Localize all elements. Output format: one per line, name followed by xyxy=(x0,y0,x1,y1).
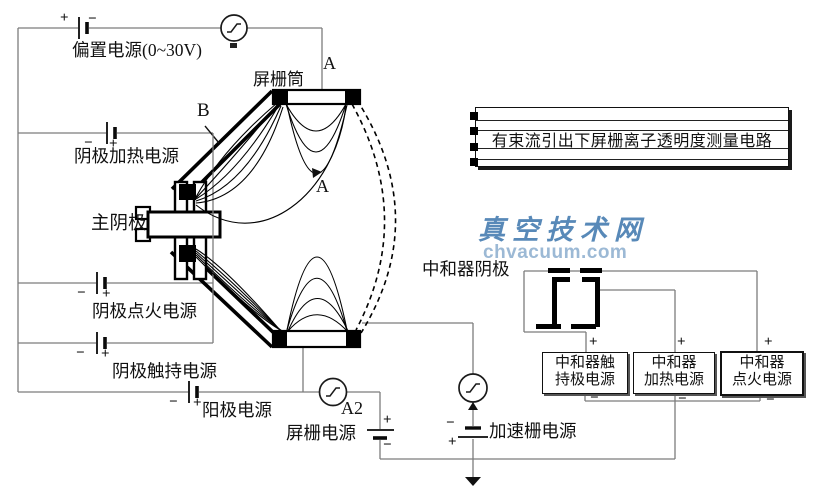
bias-battery xyxy=(78,17,89,39)
accel-minus-sign: − xyxy=(446,415,455,431)
nheater-plus-sign: + xyxy=(677,334,686,350)
ignition-battery xyxy=(96,272,107,294)
neutralizer-keeper-supply-box: 中和器触 持极电源 xyxy=(542,352,628,394)
nignition-plus-sign: + xyxy=(764,334,773,350)
beam-envelope-dashed xyxy=(351,99,397,334)
a2-ammeter-icon xyxy=(318,377,348,407)
beam-ammeter-icon xyxy=(458,373,488,410)
caption-box: 有束流引出下屏栅离子透明度测量电路 xyxy=(470,107,789,167)
anode-battery xyxy=(188,381,199,403)
nkeeper-minus-sign: − xyxy=(590,390,599,406)
neutralizer-ignition-supply-box: 中和器 点火电源 xyxy=(720,351,804,396)
screen-grid-bars xyxy=(271,88,362,349)
bias-supply-label: 偏置电源(0~30V) xyxy=(72,40,203,60)
bias-ammeter-icon xyxy=(220,14,248,48)
anode-minus-sign: − xyxy=(169,394,178,410)
a2-meter-label: A2 xyxy=(341,398,363,418)
terminal-b-label: B xyxy=(197,100,210,121)
field-lines xyxy=(195,102,349,333)
accel-supply-battery xyxy=(458,426,488,438)
cathode-ignition-supply-label: 阴极点火电源 xyxy=(92,301,197,321)
box-label-line1: 中和器 xyxy=(739,355,785,371)
nignition-minus-sign: − xyxy=(766,392,775,408)
cathode-tip-bottom xyxy=(179,245,196,262)
heater-plus-sign: + xyxy=(109,136,118,152)
keeper-minus-sign: − xyxy=(76,345,85,361)
bias-supply-wire xyxy=(18,27,323,90)
screen-minus-sign: − xyxy=(383,437,392,453)
anode-plus-sign: + xyxy=(193,395,202,411)
screen-grid-supply-label: 屏栅电源 xyxy=(286,423,356,443)
keeper-plus-sign: + xyxy=(101,346,110,362)
field-arrow-icon xyxy=(312,168,322,178)
neutralizer-ignition-wire xyxy=(524,270,758,352)
box-label-line2: 加热电源 xyxy=(643,372,704,388)
main-cathode-assembly xyxy=(134,180,222,281)
rule-line xyxy=(476,148,788,149)
neutralizer-keeper-wire xyxy=(523,271,587,352)
accel-grid-supply-label: 加速栅电源 xyxy=(489,421,577,441)
binding-tab-icon xyxy=(470,158,478,166)
neutralizer-structure xyxy=(536,268,602,329)
box-label-line2: 点火电源 xyxy=(731,372,792,388)
neutralizer-heater-supply-box: 中和器 加热电源 xyxy=(633,352,715,394)
screen-plus-sign: + xyxy=(383,412,392,428)
watermark-site-name: 真空技术网 xyxy=(478,215,648,245)
screen-supply-battery xyxy=(367,429,394,440)
meters xyxy=(220,14,488,486)
accel-plus-sign: + xyxy=(448,434,457,450)
nkeeper-plus-sign: + xyxy=(589,334,598,350)
up-arrow-icon xyxy=(468,402,478,410)
main-cathode-label: 主阴极 xyxy=(91,214,147,234)
bias-minus-sign: − xyxy=(88,11,97,27)
nheater-minus-sign: − xyxy=(678,391,687,407)
discharge-chamber xyxy=(134,88,397,349)
cathode-keeper-supply-label: 阴极触持电源 xyxy=(112,361,217,381)
heater-minus-sign: − xyxy=(84,135,93,151)
cathode-heater-supply-label: 阴极加热电源 xyxy=(74,146,179,166)
wires xyxy=(17,27,761,477)
box-label-line1: 中和器 xyxy=(651,355,697,371)
keeper-battery xyxy=(96,332,107,354)
field-region-a-label: A xyxy=(316,176,329,196)
ground-arrow-icon xyxy=(465,477,481,486)
binding-tab-icon xyxy=(470,112,478,120)
rule-line xyxy=(476,159,788,160)
watermark-site-url: chvacuum.com xyxy=(483,242,628,263)
bias-plus-sign: + xyxy=(60,10,69,26)
rule-line xyxy=(476,120,788,121)
battery-symbols xyxy=(78,17,488,440)
box-label-line1: 中和器触 xyxy=(554,355,615,371)
ignition-plus-sign: + xyxy=(102,286,111,302)
binding-tab-icon xyxy=(470,127,478,135)
b-pointer-line xyxy=(204,125,220,144)
cathode-tip-top xyxy=(179,184,196,200)
heater-battery xyxy=(106,122,117,144)
caption-text: 有束流引出下屏栅离子透明度测量电路 xyxy=(491,133,773,150)
ignition-minus-sign: − xyxy=(77,285,86,301)
rule-line xyxy=(476,130,788,131)
neutralizer-return-wire xyxy=(584,390,761,459)
screen-grid-cylinder-label: 屏栅筒 xyxy=(253,70,304,89)
neutralizer-cathode-label: 中和器阴极 xyxy=(422,259,510,279)
terminal-a-label: A xyxy=(323,53,336,73)
anode-supply-label: 阳极电源 xyxy=(202,400,272,420)
accel-branch-wire xyxy=(362,322,474,477)
binding-tab-icon xyxy=(470,143,478,151)
neutralizer-heater-wire xyxy=(597,289,676,352)
box-label-line2: 持极电源 xyxy=(554,372,615,388)
